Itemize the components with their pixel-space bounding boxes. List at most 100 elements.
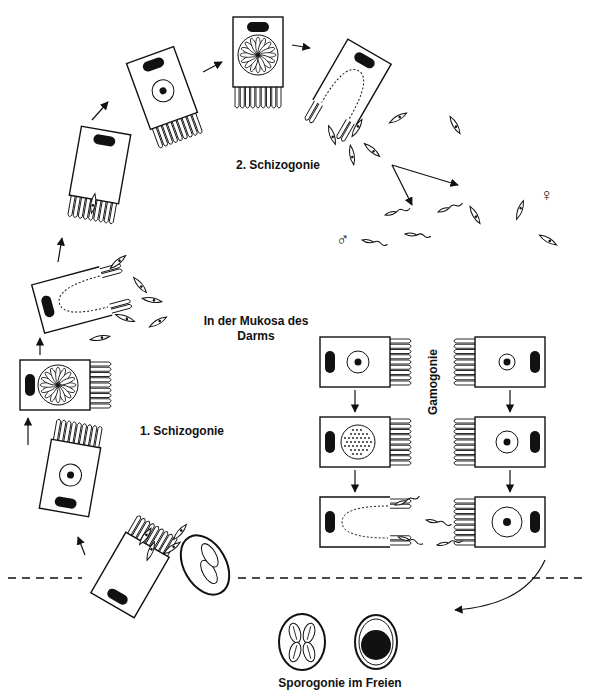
merozoite xyxy=(448,115,462,135)
microvillus xyxy=(390,445,411,449)
microgamete xyxy=(362,239,374,244)
microgamete xyxy=(437,539,463,546)
sporulated-oocyst xyxy=(287,622,303,644)
epithelial-cell xyxy=(362,441,364,443)
sporulated-oocyst xyxy=(301,622,317,644)
microvillus xyxy=(390,350,411,354)
microvillus xyxy=(152,127,163,148)
host-nucleus xyxy=(325,511,335,533)
epithelial-cell xyxy=(360,453,362,455)
microgamete xyxy=(394,499,406,506)
opened-oocyst xyxy=(171,527,239,603)
host-nucleus xyxy=(530,431,540,453)
microvillus xyxy=(390,451,411,455)
merozoite xyxy=(538,233,558,247)
unsporulated-oocyst xyxy=(359,619,393,665)
microvillus xyxy=(390,419,411,423)
cycle-arrow xyxy=(455,560,545,610)
merozoite xyxy=(468,205,482,225)
merozoite xyxy=(152,299,155,302)
cycle-arrow xyxy=(203,62,222,72)
unsporulated-oocyst xyxy=(361,630,391,660)
microvillus xyxy=(390,541,411,545)
epithelial-cell xyxy=(344,437,346,439)
epithelial-cell xyxy=(32,267,113,333)
microvillus xyxy=(304,101,318,121)
sporulated-oocyst xyxy=(287,641,303,663)
merozoite xyxy=(118,259,122,263)
merozoite xyxy=(326,125,337,145)
epithelial-cell xyxy=(238,35,278,75)
merozoite xyxy=(115,312,135,323)
location-label: In der Mukosa des Darms xyxy=(200,314,312,344)
merozoite xyxy=(148,315,168,329)
epithelial-cell xyxy=(499,354,515,370)
microvillus xyxy=(272,87,276,108)
merozoite xyxy=(514,200,525,220)
unsporulated-oocyst xyxy=(355,615,397,669)
microvillus xyxy=(390,355,411,359)
epithelial-cell xyxy=(233,17,283,108)
microvillus xyxy=(277,87,281,108)
epithelial-cell xyxy=(504,439,511,446)
boundary-line xyxy=(238,577,586,579)
epithelial-cell xyxy=(302,39,391,143)
epithelial-cell xyxy=(362,449,364,451)
merozoite xyxy=(163,540,182,555)
microvillus xyxy=(454,360,475,364)
epithelial-cell xyxy=(320,417,411,467)
epithelial-cell xyxy=(352,453,354,455)
microvillus xyxy=(390,381,411,385)
merozoite xyxy=(448,115,462,135)
microvillus xyxy=(90,404,111,408)
epithelial-cell xyxy=(320,497,411,547)
microvillus xyxy=(261,87,265,108)
merozoite xyxy=(372,149,376,153)
epithelial-cell xyxy=(69,126,130,204)
merozoite xyxy=(163,540,182,555)
microvillus xyxy=(90,388,111,392)
microvillus xyxy=(454,515,475,519)
microgamete xyxy=(405,233,431,238)
cycle-arrow xyxy=(509,470,510,492)
epithelial-cell xyxy=(358,433,360,435)
merozoite xyxy=(89,193,97,213)
microgamete xyxy=(385,210,397,216)
microvillus xyxy=(90,383,111,387)
merozoite xyxy=(132,276,148,294)
microvillus xyxy=(68,195,76,216)
epithelial-cell xyxy=(475,337,545,387)
sporulated-oocyst xyxy=(307,626,311,640)
stage-label: 1. Schizogonie xyxy=(140,424,224,439)
microvillus xyxy=(454,339,475,343)
microvillus xyxy=(90,378,111,382)
epithelial-cell xyxy=(91,532,169,618)
epithelial-cell xyxy=(364,445,366,447)
merozoite xyxy=(115,312,135,323)
host-nucleus xyxy=(40,295,55,319)
microgamete xyxy=(437,202,462,214)
microvillus xyxy=(390,456,411,460)
cycle-arrow xyxy=(78,537,85,555)
microvillus xyxy=(336,119,350,139)
merozoite xyxy=(138,527,153,546)
microvillus xyxy=(90,394,111,398)
epithelial-cell xyxy=(366,441,368,443)
epithelial-cell xyxy=(368,437,370,439)
epithelial-cell xyxy=(350,449,352,451)
epithelial-cell xyxy=(356,445,358,447)
merozoite xyxy=(109,254,127,270)
unsporulated-oocyst xyxy=(355,615,397,669)
microgamete xyxy=(437,541,449,546)
microgamete xyxy=(398,536,424,546)
merozoite xyxy=(142,296,162,304)
epithelial-cell xyxy=(320,417,390,467)
epithelial-cell xyxy=(356,429,358,431)
epithelial-cell xyxy=(360,437,362,439)
microvillus xyxy=(454,456,475,460)
microvillus xyxy=(454,350,475,354)
microgamete xyxy=(385,207,411,217)
epithelial-cell xyxy=(347,351,369,373)
epithelial-cell xyxy=(20,360,90,410)
